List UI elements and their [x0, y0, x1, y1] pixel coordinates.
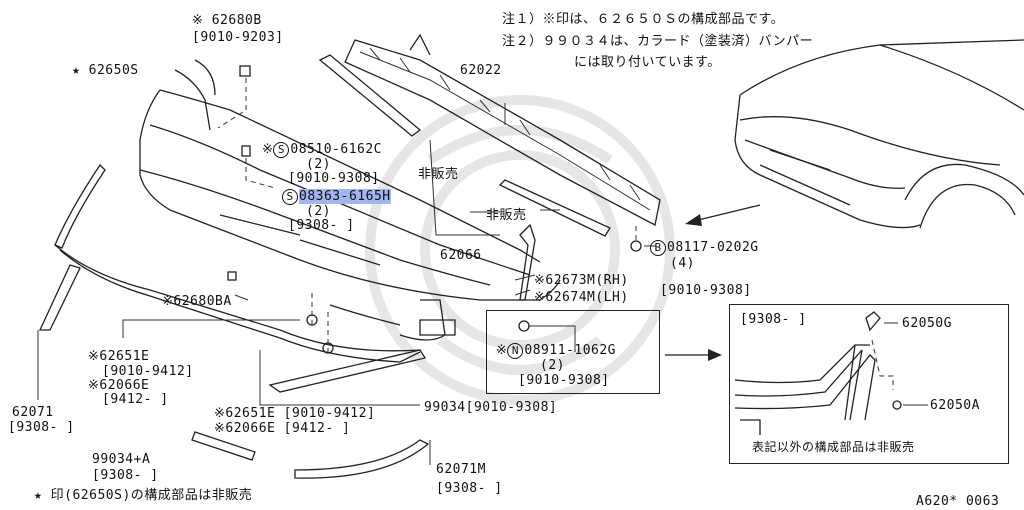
part-62680b[interactable]: ※ 62680B — [192, 13, 262, 28]
part-08363-range: [9308- ] — [288, 218, 355, 233]
part-08363-qty: (2) — [306, 204, 331, 219]
part-62022[interactable]: 62022 — [460, 63, 502, 78]
part-62071m[interactable]: 62071M — [436, 462, 486, 477]
part-62066[interactable]: 62066 — [440, 248, 482, 263]
part-62650s[interactable]: ★ 62650S — [72, 63, 139, 78]
part-62651e-b[interactable]: ※62651E [9010-9412] — [214, 406, 376, 421]
part-08117-qty: (4) — [670, 256, 695, 271]
part-08510-range: [9010-9308] — [288, 171, 380, 186]
n-circle-icon: N — [507, 343, 524, 359]
strip-62066 — [318, 54, 611, 237]
inset-range: [9308- ] — [740, 312, 807, 327]
not-for-sale-label-2: 非販売 — [486, 208, 527, 223]
asterisk-mark: ※ — [262, 142, 274, 157]
part-08363-code: 08363-6165H — [299, 189, 391, 204]
note-2b: には取り付いています。 — [574, 55, 721, 70]
car-silhouette — [734, 39, 1024, 229]
molding-99034a — [191, 431, 256, 461]
part-62673m[interactable]: ※62673M(RH) — [534, 273, 629, 288]
part-08510-qty: (2) — [306, 157, 331, 172]
part-62071m-range: [9308- ] — [436, 481, 503, 496]
not-for-sale-label-1: 非販売 — [418, 167, 459, 182]
part-62674m[interactable]: ※62674M(LH) — [534, 290, 629, 305]
part-62050g[interactable]: 62050G — [902, 316, 952, 331]
reinforcement-62022 — [344, 33, 661, 226]
part-62680ba[interactable]: ※62680BA — [162, 294, 232, 309]
inset-caption: 表記以外の構成部品は非販売 — [752, 440, 915, 454]
nut-callout-box — [486, 310, 660, 394]
reference-code: A620* 0063 — [916, 494, 1000, 509]
s-circle-icon: S — [273, 142, 290, 158]
part-62071[interactable]: 62071 — [12, 405, 54, 420]
note-2a: 注２）９９０３４は、カラード（塗装済）バンパー — [502, 34, 814, 49]
part-99034a[interactable]: 99034+A — [92, 452, 151, 467]
part-62066e-b[interactable]: ※62066E [9412- ] — [214, 421, 351, 436]
clips — [217, 65, 642, 354]
part-08117-code: 08117-0202G — [667, 240, 759, 255]
part-08911-code: 08911-1062G — [524, 343, 616, 358]
part-99034[interactable]: 99034[9010-9308] — [424, 400, 558, 415]
note-1: 注１）※印は、６２６５０Ｓの構成部品です。 — [502, 12, 785, 27]
part-62674m-range: [9010-9308] — [660, 283, 752, 298]
part-62680b-range: [9010-9203] — [192, 30, 284, 45]
s-circle-icon: S — [282, 189, 298, 205]
part-62066e-a-range: [9412- ] — [102, 392, 169, 407]
part-62071-range: [9308- ] — [8, 420, 75, 435]
part-08911-qty: (2) — [540, 358, 565, 373]
lip-99034 — [54, 244, 427, 406]
inset-box — [729, 304, 1009, 464]
part-62651e-a[interactable]: ※62651E — [88, 349, 150, 364]
molding-62071m — [294, 439, 431, 479]
asterisk-mark: ※ — [496, 343, 508, 358]
part-99034a-range: [9308- ] — [92, 468, 159, 483]
bumper-62650s — [139, 59, 561, 341]
footer-note: ★ 印(62650S)の構成部品は非販売 — [34, 488, 253, 503]
arrow-to-inset — [665, 349, 722, 361]
part-62066e-a[interactable]: ※62066E — [88, 378, 150, 393]
inset-art — [734, 311, 928, 435]
b-circle-icon: B — [650, 240, 666, 256]
part-08911-range: [9010-9308] — [518, 373, 610, 388]
part-62651e-a-range: [9010-9412] — [102, 364, 194, 379]
part-08510-code: 08510-6162C — [290, 142, 382, 157]
molding-62071 — [37, 163, 106, 400]
part-62050a[interactable]: 62050A — [930, 398, 980, 413]
arrow-to-car — [685, 204, 761, 226]
